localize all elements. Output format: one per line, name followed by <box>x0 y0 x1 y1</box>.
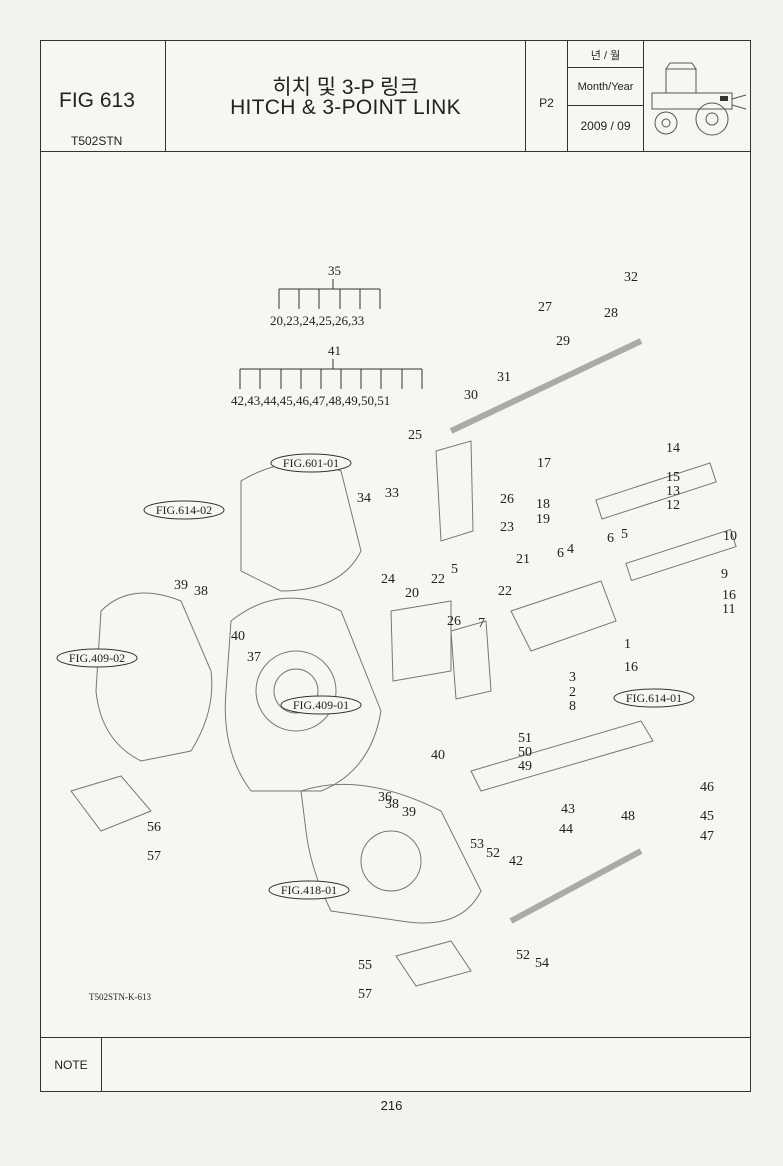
svg-text:55: 55 <box>358 958 372 973</box>
divider <box>568 67 643 68</box>
month-year-korean: 년 / 월 <box>590 50 621 62</box>
title-block: FIG 613 T502STN 히치 및 3-P 링크 HITCH & 3-PO… <box>41 41 750 152</box>
drawing-code: T502STN-K-613 <box>89 992 151 1002</box>
group-35-number: 35 <box>328 263 341 278</box>
revision-date: 2009 / 09 <box>580 119 631 133</box>
svg-text:49: 49 <box>518 759 532 774</box>
note-row: NOTE <box>41 1037 750 1092</box>
fig-ref-614-01: FIG.614-01 <box>626 691 682 705</box>
title-korean: 히치 및 3-P 링크 <box>272 76 419 99</box>
svg-text:38: 38 <box>385 797 399 812</box>
title-english: HITCH & 3-POINT LINK <box>230 96 461 119</box>
svg-text:40: 40 <box>431 748 445 763</box>
page-frame: FIG 613 T502STN 히치 및 3-P 링크 HITCH & 3-PO… <box>40 40 751 1092</box>
group-41-items: 42,43,44,45,46,47,48,49,50,51 <box>231 393 390 408</box>
svg-text:34: 34 <box>357 491 371 506</box>
month-year-label: Month/Year <box>577 81 634 93</box>
svg-text:26: 26 <box>447 614 461 629</box>
svg-text:15: 15 <box>666 470 680 485</box>
svg-text:56: 56 <box>147 820 161 835</box>
svg-text:16: 16 <box>624 660 638 675</box>
svg-text:17: 17 <box>537 456 551 471</box>
svg-text:5: 5 <box>451 562 458 577</box>
svg-text:33: 33 <box>385 486 399 501</box>
svg-text:45: 45 <box>700 809 714 824</box>
svg-text:9: 9 <box>721 567 728 582</box>
fig-ref-418-01: FIG.418-01 <box>281 883 337 897</box>
fig-ref-409-02: FIG.409-02 <box>69 651 125 665</box>
svg-text:22: 22 <box>431 572 445 587</box>
exploded-parts-drawing: 35 20,23,24,25,26,33 41 42,43,44,45,46,4… <box>56 263 737 1002</box>
svg-text:24: 24 <box>381 572 395 587</box>
svg-text:52: 52 <box>486 846 500 861</box>
page-number: 216 <box>380 1098 403 1113</box>
svg-text:25: 25 <box>408 428 422 443</box>
svg-text:48: 48 <box>621 809 635 824</box>
page-code: P2 <box>539 96 554 110</box>
group-35-items: 20,23,24,25,26,33 <box>270 313 364 328</box>
fig-number: FIG 613 <box>59 89 135 112</box>
svg-text:2: 2 <box>569 685 576 700</box>
svg-text:5: 5 <box>621 527 628 542</box>
svg-text:38: 38 <box>194 584 208 599</box>
svg-text:13: 13 <box>666 484 680 499</box>
fig-ref-614-02: FIG.614-02 <box>156 503 212 517</box>
svg-text:29: 29 <box>556 334 570 349</box>
svg-text:20: 20 <box>405 586 419 601</box>
svg-text:14: 14 <box>666 441 680 456</box>
svg-text:40: 40 <box>231 629 245 644</box>
svg-text:30: 30 <box>464 388 478 403</box>
svg-text:28: 28 <box>604 306 618 321</box>
svg-text:6: 6 <box>557 546 564 561</box>
svg-text:27: 27 <box>538 300 552 315</box>
svg-text:7: 7 <box>478 616 485 631</box>
svg-text:21: 21 <box>516 552 530 567</box>
svg-text:26: 26 <box>500 492 514 507</box>
svg-text:16: 16 <box>722 588 736 603</box>
svg-text:1: 1 <box>624 637 631 652</box>
fig-ref-601-01: FIG.601-01 <box>283 456 339 470</box>
note-label: NOTE <box>41 1038 102 1092</box>
svg-text:52: 52 <box>516 948 530 963</box>
svg-text:51: 51 <box>518 731 532 746</box>
svg-text:3: 3 <box>569 670 576 685</box>
svg-text:57: 57 <box>147 849 161 864</box>
model-code: T502STN <box>71 134 123 148</box>
svg-text:54: 54 <box>535 956 549 971</box>
svg-text:44: 44 <box>559 822 573 837</box>
svg-text:57: 57 <box>358 987 372 1002</box>
svg-text:10: 10 <box>723 529 737 544</box>
svg-text:19: 19 <box>536 512 550 527</box>
svg-text:36: 36 <box>378 790 392 805</box>
svg-text:46: 46 <box>700 780 714 795</box>
svg-text:23: 23 <box>500 520 514 535</box>
divider <box>568 105 643 106</box>
transmission-housing-outline <box>95 592 213 762</box>
svg-text:37: 37 <box>247 650 261 665</box>
group-41-number: 41 <box>328 343 341 358</box>
svg-text:42: 42 <box>509 854 523 869</box>
svg-text:8: 8 <box>569 699 576 714</box>
svg-text:4: 4 <box>567 542 574 557</box>
date-cell: 년 / 월 Month/Year 2009 / 09 <box>568 41 644 151</box>
svg-text:53: 53 <box>470 837 484 852</box>
tractor-thumbnail-icon <box>651 62 747 136</box>
svg-text:47: 47 <box>700 829 714 844</box>
fig-cell: FIG 613 T502STN <box>41 41 166 151</box>
svg-text:18: 18 <box>536 497 550 512</box>
page-code-cell: P2 <box>526 41 568 151</box>
tractor-thumbnail-cell <box>644 41 750 151</box>
svg-text:6: 6 <box>607 531 614 546</box>
svg-text:22: 22 <box>498 584 512 599</box>
svg-text:43: 43 <box>561 802 575 817</box>
svg-text:31: 31 <box>497 370 511 385</box>
svg-text:50: 50 <box>518 745 532 760</box>
svg-text:39: 39 <box>174 578 188 593</box>
svg-text:11: 11 <box>722 602 735 617</box>
svg-text:32: 32 <box>624 270 638 285</box>
title-cell: 히치 및 3-P 링크 HITCH & 3-POINT LINK <box>166 41 526 151</box>
svg-text:12: 12 <box>666 498 680 513</box>
svg-text:39: 39 <box>402 805 416 820</box>
fig-ref-409-01: FIG.409-01 <box>293 698 349 712</box>
